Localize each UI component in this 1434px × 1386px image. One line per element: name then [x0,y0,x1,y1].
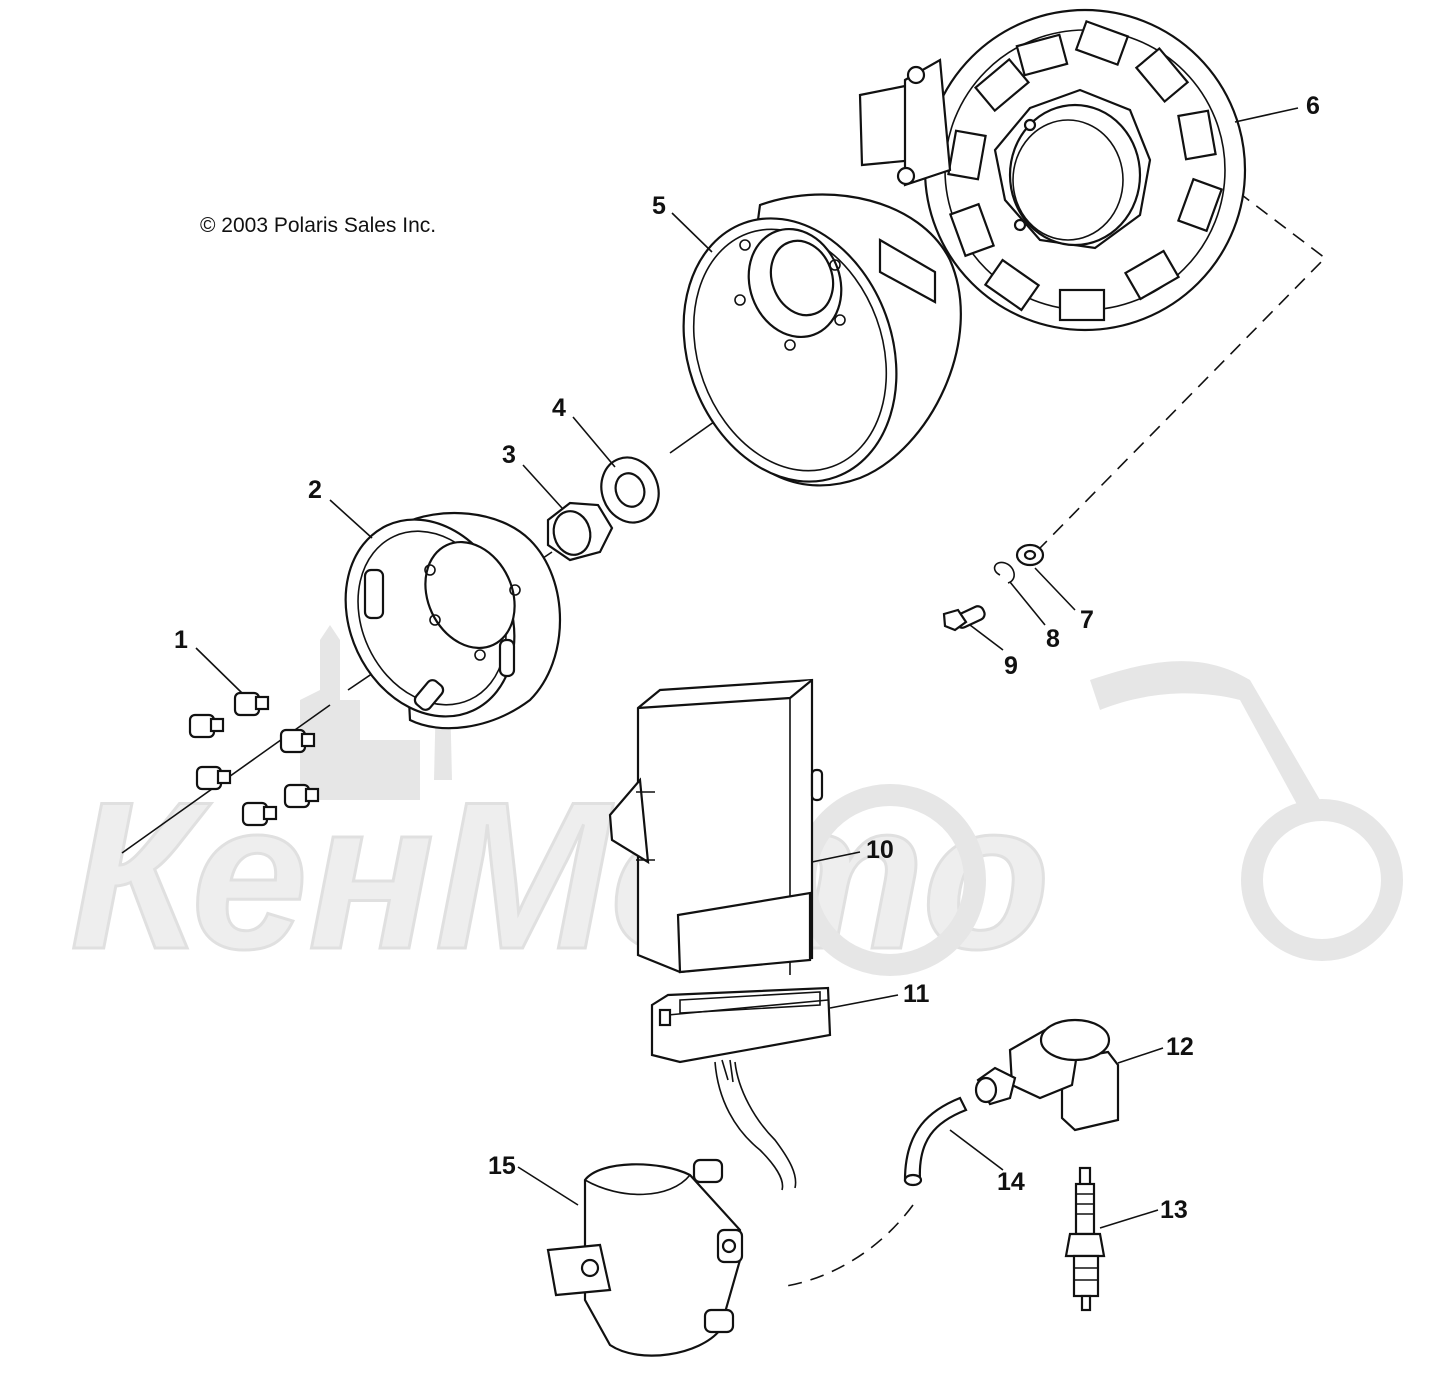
callout-3: 3 [502,441,516,469]
callout-10: 10 [866,836,894,864]
callout-6: 6 [1306,92,1320,120]
callout-11: 11 [903,980,930,1008]
callout-12: 12 [1166,1033,1194,1061]
leader-lines [195,107,1299,1229]
lockwasher-part-8 [993,561,1015,584]
copyright-notice: © 2003 Polaris Sales Inc. [200,214,437,237]
callout-5: 5 [652,192,666,220]
wire-part-14 [903,1096,968,1187]
stator-part-6 [858,8,1247,332]
callout-2: 2 [308,476,322,504]
flywheel-part-5 [682,193,962,487]
spark-plug-cap-part-12 [974,1018,1120,1132]
callout-7: 7 [1080,606,1094,634]
nut-part-3 [546,501,614,562]
starter-cup-part-2 [344,511,562,730]
callout-9: 9 [1004,652,1018,680]
watermark: КенМото [69,520,1403,995]
callout-13: 13 [1160,1196,1188,1224]
screw-part-9 [942,605,986,632]
callout-1: 1 [174,626,188,654]
cdi-box-part-10 [608,678,824,975]
washer-part-4 [600,456,660,524]
ignition-coil-part-15 [546,1158,744,1357]
bolts-part-1 [188,691,320,827]
callouts: 1 2 3 4 5 6 7 8 9 10 11 12 13 14 15 [174,92,1320,1224]
callout-14: 14 [997,1168,1025,1196]
callout-8: 8 [1046,625,1060,653]
watermark-castle [300,625,420,800]
callout-15: 15 [488,1152,516,1180]
watermark-frame [1090,661,1320,810]
spark-plug-part-13 [1064,1166,1106,1312]
callout-4: 4 [552,394,566,422]
connector-part-11 [650,986,832,1191]
watermark-wheel-rear [1241,799,1403,961]
washer-part-7 [1015,543,1045,567]
